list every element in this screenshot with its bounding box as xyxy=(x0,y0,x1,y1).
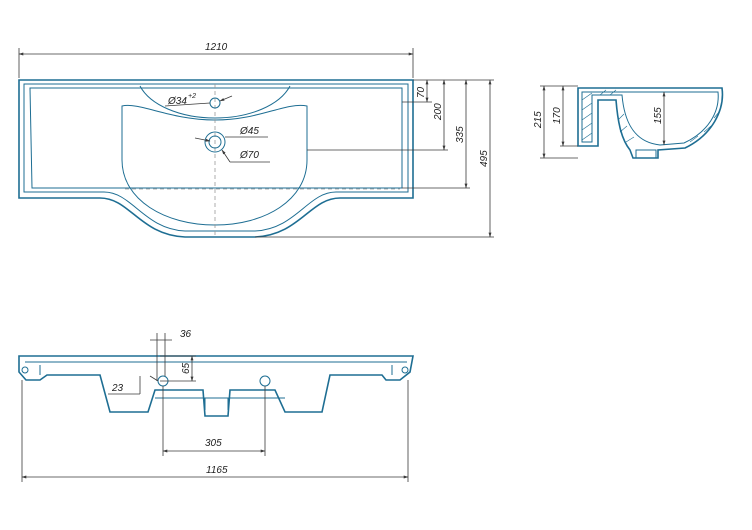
label-495: 495 xyxy=(479,150,490,167)
bottom-left-fixing-hole xyxy=(21,366,29,374)
label-65: 65 xyxy=(181,362,192,374)
label-70: 70 xyxy=(416,86,427,98)
bottom-view: 36 65 23 305 1165 xyxy=(18,329,414,482)
label-drain-45: Ø45 xyxy=(239,126,259,137)
side-view: 215 170 155 xyxy=(533,85,724,159)
side-outer-contour xyxy=(577,87,724,159)
label-305: 305 xyxy=(205,438,222,449)
label-155: 155 xyxy=(653,107,664,124)
bowl-contour xyxy=(121,104,308,226)
bottom-inner-contour xyxy=(25,361,407,410)
label-23: 23 xyxy=(111,383,124,394)
drain-outer xyxy=(204,131,226,153)
label-170: 170 xyxy=(552,107,563,124)
bottom-right-fixing-hole xyxy=(401,366,409,374)
label-200: 200 xyxy=(433,103,444,121)
top-outer-contour xyxy=(18,79,414,238)
label-tap-hole-tolerance: +2 xyxy=(188,93,196,100)
top-view: 1210 70 200 335 495 Ø34 +2 Ø45 Ø70 xyxy=(18,42,494,238)
label-tap-hole: Ø34 xyxy=(167,96,187,107)
label-215: 215 xyxy=(533,111,544,129)
side-inner-contour xyxy=(581,91,719,146)
side-hatching xyxy=(581,89,720,143)
drain-inner xyxy=(208,135,222,149)
overflow-arc xyxy=(139,85,291,119)
label-1210: 1210 xyxy=(205,42,228,53)
label-drain-70: Ø70 xyxy=(239,150,259,161)
bottom-outer-contour xyxy=(18,355,414,417)
top-rim-inner xyxy=(29,87,403,189)
label-36: 36 xyxy=(180,329,192,340)
top-rim xyxy=(23,83,409,232)
label-335: 335 xyxy=(455,126,466,143)
label-1165: 1165 xyxy=(206,465,228,476)
side-drain-stub xyxy=(635,149,657,159)
mount-hole-right xyxy=(259,375,271,387)
